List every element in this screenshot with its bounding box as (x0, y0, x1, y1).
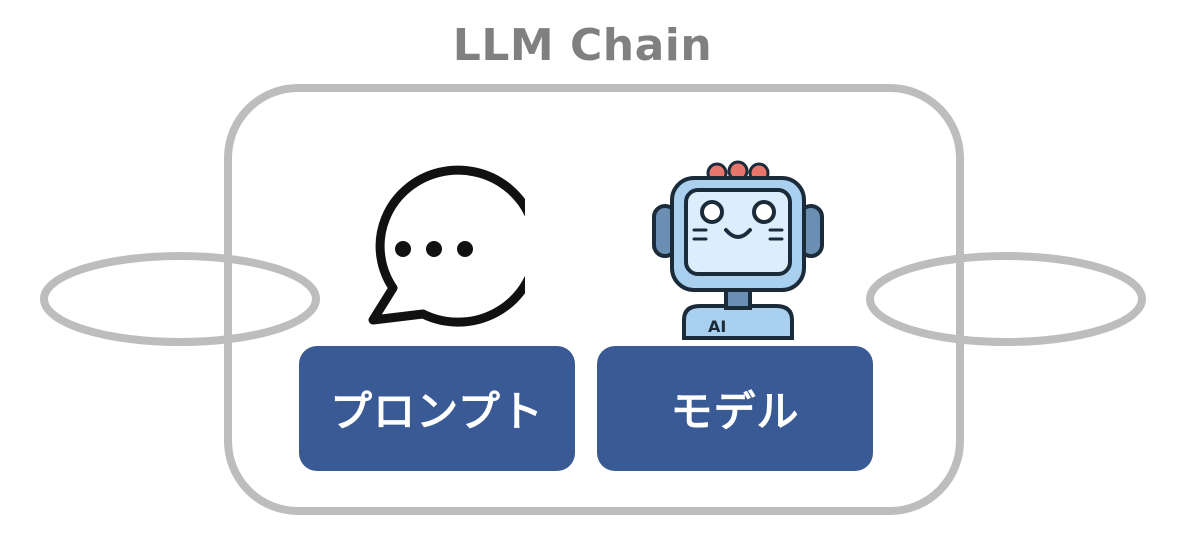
right-chain-link (866, 252, 1146, 346)
dot-2 (426, 241, 442, 257)
diagram-title: LLM Chain (452, 20, 713, 71)
robot-icon: AI (652, 160, 824, 340)
model-block: モデル (597, 346, 873, 471)
dot-3 (457, 241, 473, 257)
speech-bubble-icon (368, 165, 525, 327)
robot-badge: AI (708, 317, 726, 336)
center-chain-link (224, 84, 964, 515)
left-chain-link (40, 252, 320, 346)
dot-1 (395, 241, 411, 257)
prompt-block: プロンプト (299, 346, 575, 471)
